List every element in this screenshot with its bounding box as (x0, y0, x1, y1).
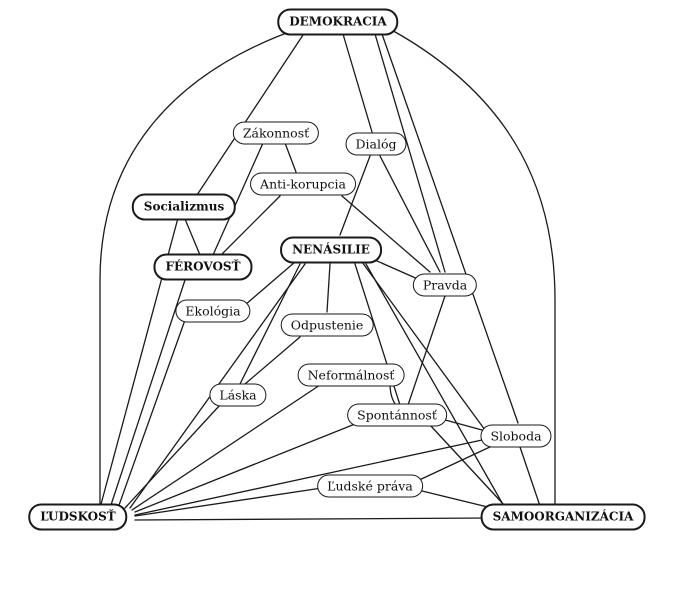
edge-demokracia-samoorganizacia (387, 27, 556, 511)
node-odpustenie: Odpustenie (280, 313, 374, 337)
node-socializmus: Socializmus (131, 193, 237, 221)
node-nenasilie: NENÁSILIE (280, 236, 382, 264)
node-neformalnost: Neformálnosť (297, 363, 405, 387)
edge-spontannost-ludskost (134, 421, 361, 513)
node-samoorganizacia: SAMOORGANIZÁCIA (480, 503, 646, 531)
edge-nenasilie-sloboda (361, 261, 486, 431)
node-pravda: Pravda (412, 273, 478, 297)
node-demokracia: DEMOKRACIA (277, 8, 399, 36)
edge-ekologia-ludskost (117, 319, 186, 509)
edge-odpustenie-laska (244, 336, 301, 385)
edge-nenasilie-ekologia (244, 261, 296, 306)
edge-demokracia-ludskost (99, 27, 301, 511)
node-ludske-prava: Ľudské práva (317, 474, 423, 498)
node-ekologia: Ekológia (175, 299, 251, 323)
edge-demokracia-sloboda (381, 33, 519, 424)
edge-demokracia-pravda (374, 33, 446, 273)
node-zakonnost: Zákonnosť (232, 121, 320, 145)
edge-socializmus-ferovost (184, 218, 201, 256)
edge-nenasilie-samoorganizacia (365, 263, 506, 509)
edge-sloboda-samoorganizacia (519, 446, 541, 507)
node-spontannost: Spontánnosť (347, 403, 447, 427)
node-antikorupcia: Anti-korupcia (250, 172, 356, 196)
edge-zakonnost-antikorupcia (284, 142, 297, 173)
edge-ludskost-samoorganizacia (134, 517, 491, 521)
edge-antikorupcia-ferovost (219, 195, 281, 257)
edge-demokracia-socializmus (196, 31, 306, 196)
node-ludskost: ĽUDSKOSŤ (28, 503, 128, 531)
edge-demokracia-dialog (342, 33, 373, 133)
node-dialog: Dialóg (345, 132, 407, 156)
edge-antikorupcia-pravda (341, 195, 431, 273)
edge-pravda-spontannost (407, 295, 446, 406)
edge-ferovost-ludskost (109, 279, 186, 509)
edge-nenasilie-odpustenie (326, 263, 331, 313)
edge-neformalnost-ludskost (131, 384, 321, 511)
node-ferovost: FÉROVOSŤ (153, 253, 253, 281)
edge-ludskost-sloboda (134, 439, 483, 516)
edge-dialog-pravda (379, 155, 441, 273)
node-sloboda: Sloboda (480, 424, 552, 448)
edge-ludske-prava-sloboda (414, 445, 493, 483)
edge-laska-ludskost (124, 404, 221, 509)
edge-zakonnost-ferovost (212, 142, 264, 256)
node-laska: Láska (209, 383, 267, 407)
edge-ludskost-ludske-prava (134, 487, 323, 517)
edge-dialog-nenasilie (339, 155, 371, 236)
edge-spontannost-samoorganizacia (429, 424, 506, 507)
